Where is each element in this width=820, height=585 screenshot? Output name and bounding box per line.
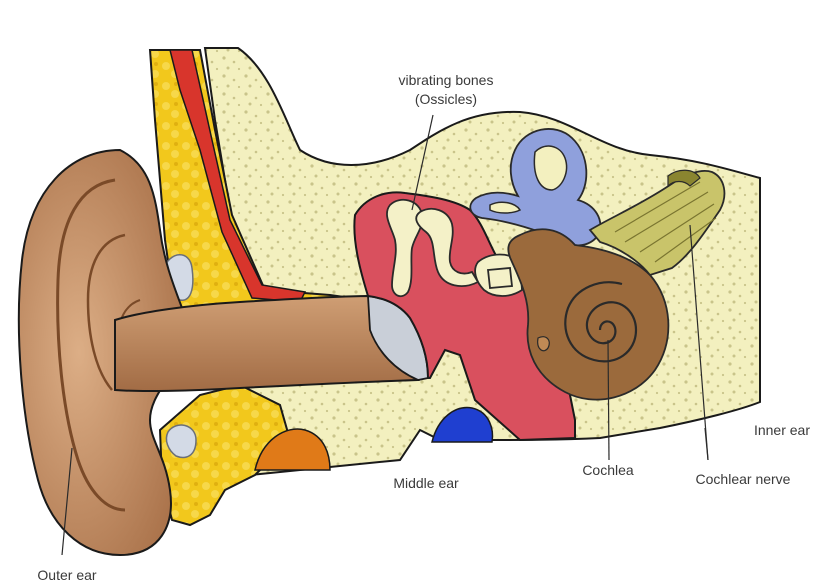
- label-ossicles-line1: vibrating bones: [399, 72, 494, 88]
- label-ossicles-line2: (Ossicles): [415, 91, 477, 107]
- label-outer-ear: Outer ear: [37, 567, 96, 583]
- label-cochlear-nerve: Cochlear nerve: [696, 471, 791, 487]
- label-middle-ear: Middle ear: [393, 475, 459, 491]
- label-cochlea: Cochlea: [582, 462, 634, 478]
- label-inner-ear: Inner ear: [754, 422, 810, 438]
